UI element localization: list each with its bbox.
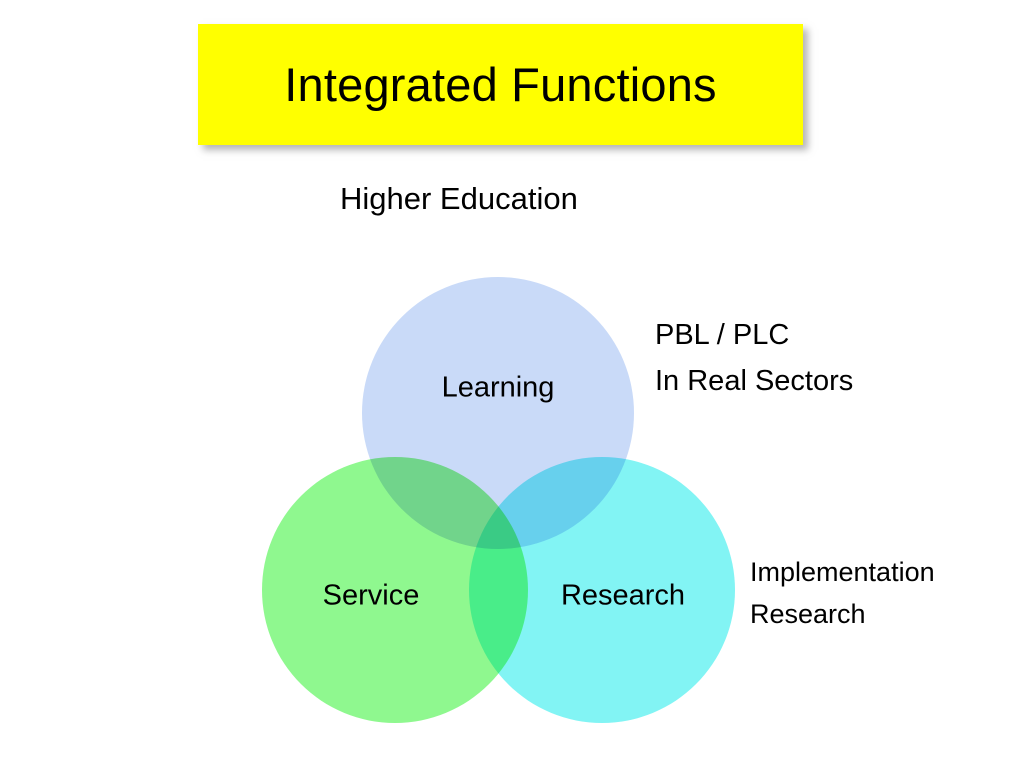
annotation-pbl-plc-line2: In Real Sectors [655, 365, 854, 398]
annotation-pbl-plc: PBL / PLC In Real Sectors [655, 318, 853, 400]
venn-diagram-svg [262, 277, 735, 723]
page-title: Integrated Functions [284, 57, 717, 111]
title-banner: Integrated Functions [198, 24, 803, 145]
venn-circle-service[interactable] [262, 457, 528, 723]
venn-circle-research[interactable] [469, 457, 735, 723]
annotation-pbl-plc-line1: PBL / PLC [655, 319, 790, 351]
annotation-implementation-research-line2: Research [750, 598, 866, 629]
venn-diagram [255, 265, 755, 740]
subtitle-higher-education: Higher Education [340, 181, 578, 216]
annotation-implementation-research-line1: Implementation [750, 557, 935, 587]
annotation-implementation-research: Implementation Research [750, 556, 935, 631]
